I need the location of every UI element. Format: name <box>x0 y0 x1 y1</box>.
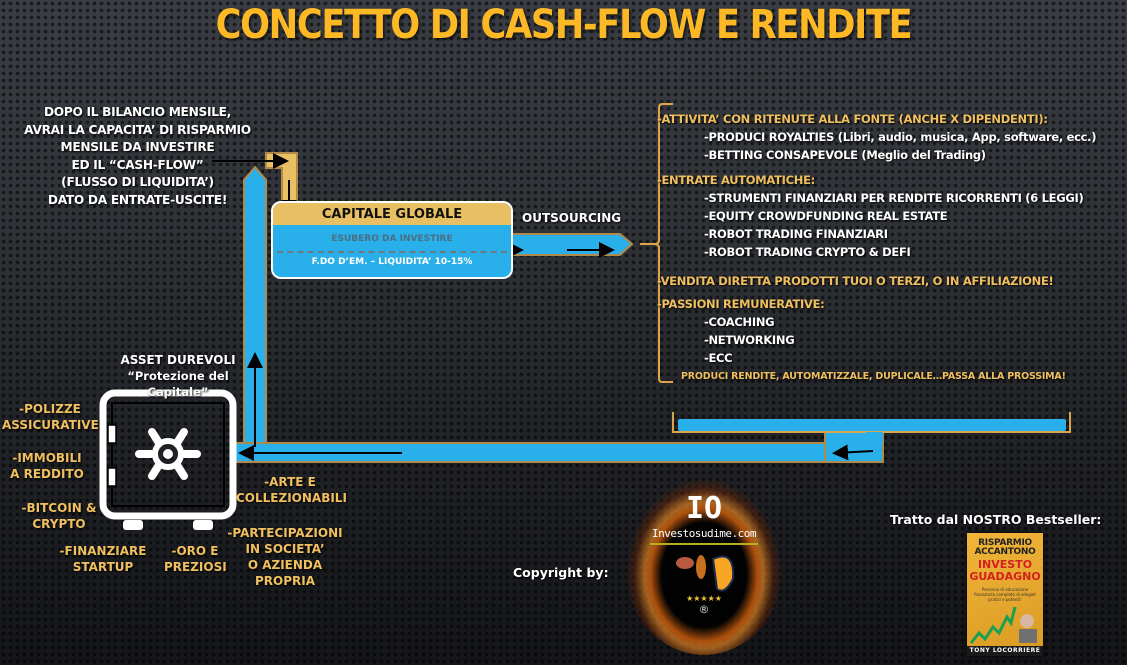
safe-icon <box>99 389 237 530</box>
asset-line: A REDDITO <box>10 467 84 481</box>
income-item: -COACHING <box>704 315 775 329</box>
asset-item-gold: -ORO E PREZIOSI <box>164 543 227 575</box>
durable-assets-title: ASSET DUREVOLI “Protezione del Capitale” <box>98 352 258 400</box>
asset-line: -POLIZZE <box>19 402 81 416</box>
intro-text: DOPO IL BILANCIO MENSILE, AVRAI LA CAPAC… <box>10 104 265 209</box>
capital-global-header: CAPITALE GLOBALE <box>273 203 511 225</box>
income-category: -ATTIVITA’ CON RITENUTE ALLA FONTE (ANCH… <box>657 112 1048 126</box>
registered-icon: ® <box>698 603 710 616</box>
bestseller-label: Tratto dal NOSTRO Bestseller: <box>890 512 1102 527</box>
emergency-fund-label: F.DO D’EM. – LIQUIDITA’ 10-15% <box>311 257 473 267</box>
investosudime-logo: IO Investosudime.com ★★★★★ ® <box>625 477 783 655</box>
asset-item-real-estate: -IMMOBILI A REDDITO <box>2 450 92 482</box>
income-bracket <box>640 103 673 383</box>
income-category: -PASSIONI REMUNERATIVE: <box>657 297 825 311</box>
durable-assets-heading: ASSET DUREVOLI <box>120 353 236 367</box>
outsourcing-pipe <box>504 233 634 256</box>
asset-line: PROPRIA <box>254 574 316 588</box>
asset-line: -BITCOIN & <box>21 501 97 515</box>
book-tagline: Percorso di educazione finanziaria compl… <box>974 587 1036 602</box>
income-list: -ATTIVITA’ CON RITENUTE ALLA FONTE (ANCH… <box>657 110 1117 382</box>
income-category: -VENDITA DIRETTA PRODOTTI TUOI O TERZI, … <box>657 274 1054 288</box>
asset-item-shares: -PARTECIPAZIONI IN SOCIETA’ O AZIENDA PR… <box>226 525 344 589</box>
logo-underline <box>650 543 758 545</box>
durable-assets-subtitle: “Protezione del Capitale” <box>127 369 229 399</box>
return-vertical-pipe <box>243 165 267 445</box>
book-title-red: INVESTO GUADAGNO <box>967 559 1043 583</box>
asset-line: -PARTECIPAZIONI <box>227 526 343 540</box>
book-author: TONY LOCORRIERE <box>967 646 1043 656</box>
logo-stars: ★★★★★ <box>686 594 722 603</box>
book-line: INVESTO <box>977 558 1033 571</box>
intro-line: DATO DA ENTRATE-USCITE! <box>47 192 228 207</box>
outsourcing-label: OUTSOURCING <box>522 211 622 225</box>
income-item: -BETTING CONSAPEVOLE (Meglio del Trading… <box>704 148 986 162</box>
income-collector-pipe <box>678 419 1066 431</box>
income-item: -ROBOT TRADING CRYPTO & DEFI <box>704 245 911 259</box>
income-item: -PRODUCI ROYALTIES (Libri, audio, musica… <box>704 130 1097 144</box>
asset-line: -ORO E <box>171 544 219 558</box>
income-item: -ECC <box>704 351 733 365</box>
income-category: -ENTRATE AUTOMATICHE: <box>657 173 815 187</box>
butterfly-icon <box>676 555 735 592</box>
divider <box>277 251 507 253</box>
capital-global-box: CAPITALE GLOBALE ESUBERO DA INVESTIRE F.… <box>271 201 513 279</box>
logo-io-text: IO <box>685 491 723 526</box>
income-item: -NETWORKING <box>704 333 795 347</box>
asset-line: -ARTE E <box>264 475 316 489</box>
book-cover: RISPARMIO ACCANTONO INVESTO GUADAGNO Per… <box>967 533 1043 656</box>
asset-line: STARTUP <box>72 560 134 574</box>
intro-line: DOPO IL BILANCIO MENSILE, <box>43 105 232 119</box>
asset-line: O AZIENDA <box>247 558 323 572</box>
asset-item-bitcoin: -BITCOIN & CRYPTO <box>14 500 104 532</box>
asset-line: COLLEZIONABILI <box>236 491 347 505</box>
book-line: RISPARMIO <box>978 538 1032 548</box>
intro-line: ED IL “CASH-FLOW” <box>71 157 204 172</box>
logo-site-text: Investosudime.com <box>651 527 757 540</box>
book-line: GUADAGNO <box>969 570 1041 583</box>
asset-line: -IMMOBILI <box>12 451 82 465</box>
income-item: -ROBOT TRADING FINANZIARI <box>704 227 888 241</box>
copyright-label: Copyright by: <box>513 565 609 580</box>
asset-line: PREZIOSI <box>164 560 227 574</box>
income-closing-note: PRODUCI RENDITE, AUTOMATIZZALE, DUPLICAL… <box>681 371 1066 382</box>
asset-line: CRYPTO <box>32 517 86 531</box>
growth-arrow-icon <box>969 606 1037 644</box>
intro-line: MENSILE DA INVESTIRE <box>60 140 215 154</box>
arrow-return-left <box>832 444 874 461</box>
income-item: -EQUITY CROWDFUNDING REAL ESTATE <box>704 209 948 223</box>
intro-line: AVRAI LA CAPACITA’ DI RISPARMIO <box>24 122 251 137</box>
surplus-label: ESUBERO DA INVESTIRE <box>331 234 453 244</box>
asset-item-startup: -FINANZIARE STARTUP <box>55 543 151 575</box>
income-item: -STRUMENTI FINANZIARI PER RENDITE RICORR… <box>704 191 1084 205</box>
asset-line: ASSICURATIVE <box>2 418 99 432</box>
asset-item-art: -ARTE E COLLEZIONABILI <box>236 474 347 506</box>
book-line: ACCANTONO <box>974 547 1036 557</box>
asset-line: -FINANZIARE <box>59 544 147 558</box>
page-title: CONCETTO DI CASH-FLOW E RENDITE <box>215 2 913 48</box>
asset-item-insurance: -POLIZZE ASSICURATIVE <box>2 401 99 433</box>
asset-line: IN SOCIETA’ <box>245 542 325 556</box>
collector-drop-pipe <box>866 432 883 444</box>
book-title-top: RISPARMIO ACCANTONO <box>967 539 1043 557</box>
intro-line: (FLUSSO DI LIQUIDITA’) <box>61 175 214 189</box>
